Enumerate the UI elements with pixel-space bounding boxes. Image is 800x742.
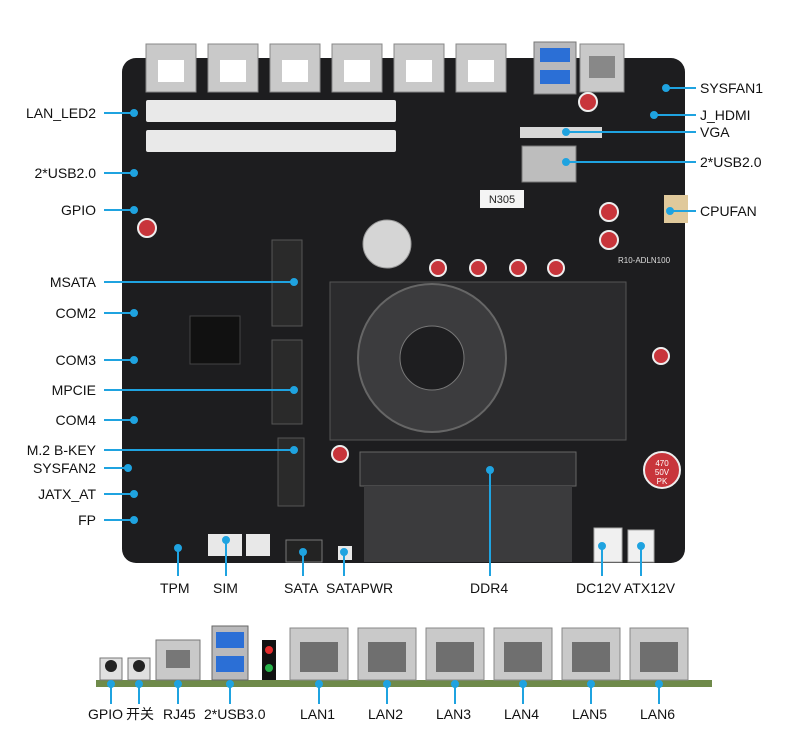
bottom-pointers [174, 466, 645, 576]
label-sysfan2: SYSFAN2 [32, 460, 96, 476]
label-sata: SATA [284, 580, 319, 596]
cap-label-2: 50V [655, 468, 670, 477]
label-j-hdmi: J_HDMI [700, 107, 751, 123]
cpu-chip-label: N305 [489, 194, 515, 206]
io-label-switch: 开关 [126, 706, 154, 722]
io-label-lan2: LAN2 [368, 706, 404, 722]
io-label-usb3: 2*USB3.0 [204, 706, 266, 722]
label-jatx-at: JATX_AT [38, 486, 96, 502]
label-m2-bkey: M.2 B-KEY [26, 442, 96, 458]
ddr4-area [364, 486, 572, 562]
label-usb2-right: 2*USB2.0 [700, 154, 762, 170]
io-chip [189, 315, 241, 365]
capacitors [137, 92, 681, 489]
left-pointers [104, 109, 298, 524]
cap-label-3: PK [657, 477, 668, 486]
io-panel-ports [99, 625, 689, 681]
cmos-battery [362, 219, 412, 269]
cap-label-1: 470 [655, 459, 669, 468]
label-ddr4: DDR4 [470, 580, 509, 596]
label-satapwr: SATAPWR [326, 580, 394, 596]
io-label-lan3: LAN3 [436, 706, 472, 722]
pcb-code-label: R10-ADLN100 [618, 256, 671, 265]
label-vga: VGA [700, 124, 730, 140]
label-lan-led2: LAN_LED2 [25, 105, 96, 121]
label-usb2-left: 2*USB2.0 [34, 165, 96, 181]
io-label-gpio: GPIO [88, 706, 124, 722]
label-atx12v: ATX12V [624, 580, 676, 596]
label-com3: COM3 [55, 352, 96, 368]
led-connector-rows [146, 100, 396, 152]
label-msata: MSATA [49, 274, 96, 290]
io-label-lan5: LAN5 [572, 706, 608, 722]
label-com2: COM2 [55, 305, 96, 321]
top-lan-ports [145, 43, 507, 93]
ddr4-slot [359, 451, 577, 487]
label-com4: COM4 [55, 412, 96, 428]
io-panel-rail [96, 680, 712, 687]
io-label-rj45: RJ45 [163, 706, 196, 722]
label-mpcie: MPCIE [51, 382, 96, 398]
label-sim: SIM [213, 580, 238, 596]
label-dc12v: DC12V [576, 580, 622, 596]
io-pointers [107, 680, 663, 704]
io-label-lan4: LAN4 [504, 706, 540, 722]
vga-connector [520, 127, 602, 138]
label-cpufan: CPUFAN [700, 203, 757, 219]
label-tpm: TPM [160, 580, 190, 596]
label-sysfan1: SYSFAN1 [700, 80, 764, 96]
right-pointers [562, 84, 696, 215]
io-label-lan1: LAN1 [300, 706, 336, 722]
label-fp: FP [78, 512, 96, 528]
io-label-lan6: LAN6 [640, 706, 676, 722]
mpcie-slot [271, 339, 303, 425]
sim-connector [246, 534, 270, 556]
label-gpio: GPIO [60, 202, 96, 218]
